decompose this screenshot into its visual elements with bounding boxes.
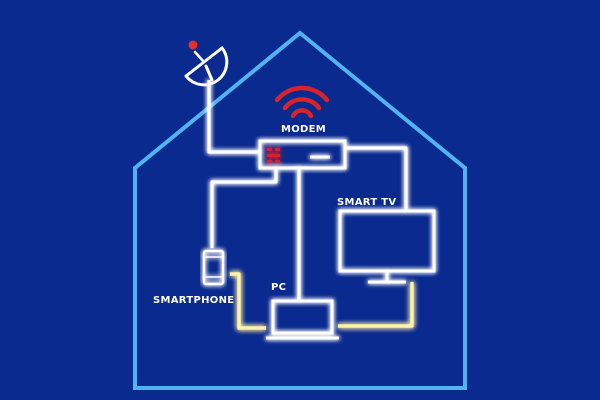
pc-label: PC bbox=[271, 282, 287, 293]
smartphone-icon bbox=[202, 249, 225, 286]
satellite-dish-icon bbox=[184, 40, 229, 87]
laptop-icon bbox=[266, 299, 339, 340]
link-smartphone-pc bbox=[230, 272, 266, 330]
wifi-icon bbox=[274, 85, 330, 119]
smart-tv-icon bbox=[338, 209, 436, 284]
link-dish-modem bbox=[207, 80, 260, 154]
link-modem-tv bbox=[345, 146, 408, 210]
modem-icon bbox=[258, 139, 347, 170]
modem-label: MODEM bbox=[281, 124, 327, 135]
smart-tv-label: SMART TV bbox=[337, 197, 397, 208]
link-modem-smartphone bbox=[210, 168, 278, 248]
smartphone-label: SMARTPHONE bbox=[153, 295, 235, 306]
house-outline bbox=[133, 30, 467, 390]
link-pc-tv bbox=[338, 282, 414, 328]
